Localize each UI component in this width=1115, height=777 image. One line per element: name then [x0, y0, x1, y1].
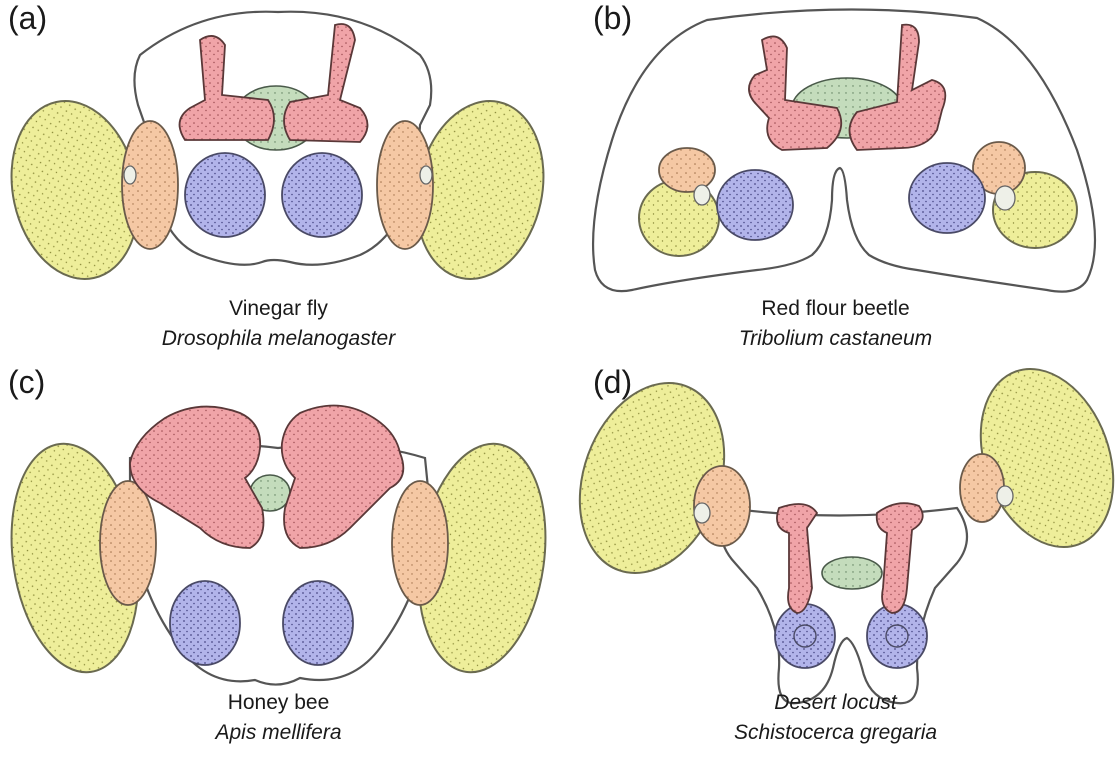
panel-d: (d) Desert locust Schistocerca gregaria — [557, 388, 1114, 776]
nodule-left — [694, 503, 710, 523]
scientific-name: Apis mellifera — [0, 718, 557, 748]
antennal-lobe-right — [283, 581, 353, 665]
scientific-name: Tribolium castaneum — [557, 324, 1114, 354]
antennal-lobe-right — [909, 163, 985, 233]
antennal-lobe-left — [775, 604, 835, 668]
antennal-lobe-left — [170, 581, 240, 665]
antennal-lobe-left — [185, 153, 265, 237]
lobula-right — [392, 481, 448, 605]
common-name: Red flour beetle — [557, 294, 1114, 324]
lobula-left — [659, 148, 715, 192]
caption: Vinegar fly Drosophila melanogaster — [0, 294, 557, 354]
panel-c: (c) Honey bee Apis mellifera — [0, 388, 557, 776]
common-name: Desert locust — [557, 688, 1114, 718]
caption: Red flour beetle Tribolium castaneum — [557, 294, 1114, 354]
brain-outline — [721, 508, 967, 703]
antennal-lobe-right — [867, 604, 927, 668]
antennal-lobe-left — [717, 170, 793, 240]
caption: Honey bee Apis mellifera — [0, 688, 557, 748]
nodule-left — [124, 166, 136, 184]
nodule-right — [420, 166, 432, 184]
tribolium-brain-drawing — [557, 0, 1114, 300]
lobula-left — [122, 121, 178, 249]
caption: Desert locust Schistocerca gregaria — [557, 688, 1114, 748]
scientific-name: Drosophila melanogaster — [0, 324, 557, 354]
scientific-name: Schistocerca gregaria — [557, 718, 1114, 748]
lobula-right — [377, 121, 433, 249]
lobula-left — [100, 481, 156, 605]
central-complex — [822, 557, 882, 589]
apis-brain-drawing — [0, 388, 557, 718]
nodule-right — [997, 486, 1013, 506]
drosophila-brain-drawing — [0, 0, 557, 300]
common-name: Honey bee — [0, 688, 557, 718]
panel-b: (b) Red flour beetle Tribolium castaneum — [557, 0, 1114, 388]
nodule-left — [694, 185, 710, 205]
nodule-right — [995, 186, 1015, 210]
lobula-right — [960, 454, 1004, 522]
antennal-lobe-right — [282, 153, 362, 237]
common-name: Vinegar fly — [0, 294, 557, 324]
panel-a: (a) Vinegar fly Drosophila melanogaster — [0, 0, 557, 388]
schistocerca-brain-drawing — [557, 388, 1114, 718]
